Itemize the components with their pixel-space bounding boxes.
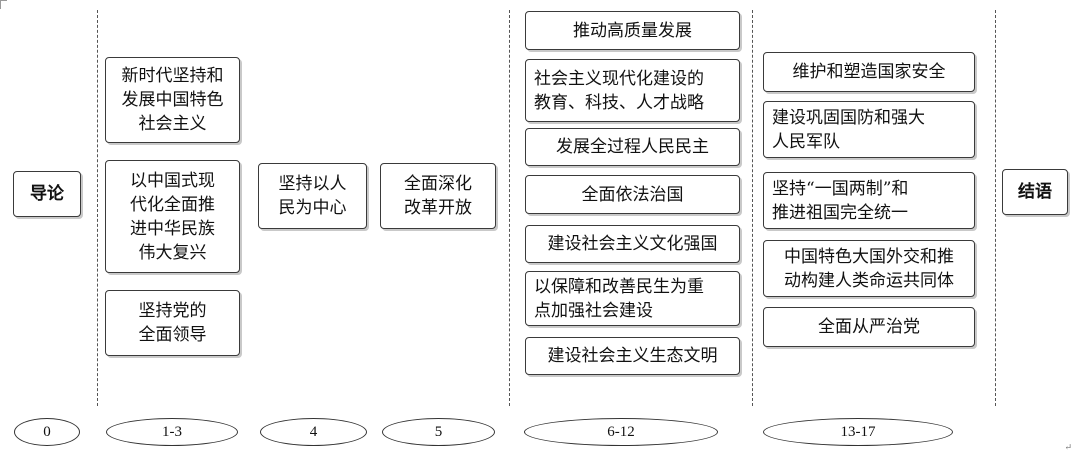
chapter-16-box: 中国特色大国外交和推 动构建人类命运共同体 <box>763 240 975 297</box>
chapter-3-box: 坚持党的 全面领导 <box>105 290 240 356</box>
chapter-17-box: 全面从严治党 <box>763 307 975 347</box>
divider-3 <box>752 10 753 406</box>
divider-2 <box>509 10 510 406</box>
chapter-1-box: 新时代坚持和 发展中国特色 社会主义 <box>105 57 240 143</box>
paragraph-mark: ↵ <box>1064 443 1072 453</box>
chapter-range-oval-5: 5 <box>382 418 495 446</box>
divider-1 <box>97 10 98 406</box>
chapter-range-oval-4: 4 <box>260 418 367 446</box>
chapter-6-box: 推动高质量发展 <box>525 11 740 50</box>
chapter-range-oval-1-3: 1-3 <box>106 418 238 446</box>
chapter-2-box: 以中国式现 代化全面推 进中华民族 伟大复兴 <box>105 160 240 273</box>
chapter-5-box: 全面深化 改革开放 <box>380 163 496 229</box>
chapter-range-oval-6-12: 6-12 <box>524 418 718 446</box>
chapter-14-box: 建设巩固国防和强大 人民军队 <box>763 101 975 158</box>
chapter-11-box: 以保障和改善民生为重 点加强社会建设 <box>525 271 740 326</box>
chapter-range-oval-0: 0 <box>14 418 80 446</box>
chapter-15-box: 坚持“一国两制”和 推进祖国完全统一 <box>763 172 975 229</box>
conclusion-box: 结语 <box>1002 169 1068 215</box>
chapter-8-box: 发展全过程人民民主 <box>525 128 740 166</box>
page-corner-mark <box>0 0 7 9</box>
chapter-4-box: 坚持以人 民为中心 <box>258 163 367 229</box>
chapter-13-box: 维护和塑造国家安全 <box>763 52 975 92</box>
chapter-9-box: 全面依法治国 <box>525 175 740 214</box>
chapter-10-box: 建设社会主义文化强国 <box>525 225 740 263</box>
chapter-range-oval-13-17: 13-17 <box>763 418 953 446</box>
intro-box: 导论 <box>13 171 81 217</box>
chapter-12-box: 建设社会主义生态文明 <box>525 337 740 375</box>
chapter-7-box: 社会主义现代化建设的 教育、科技、人才战略 <box>525 59 740 122</box>
divider-4 <box>995 10 996 406</box>
